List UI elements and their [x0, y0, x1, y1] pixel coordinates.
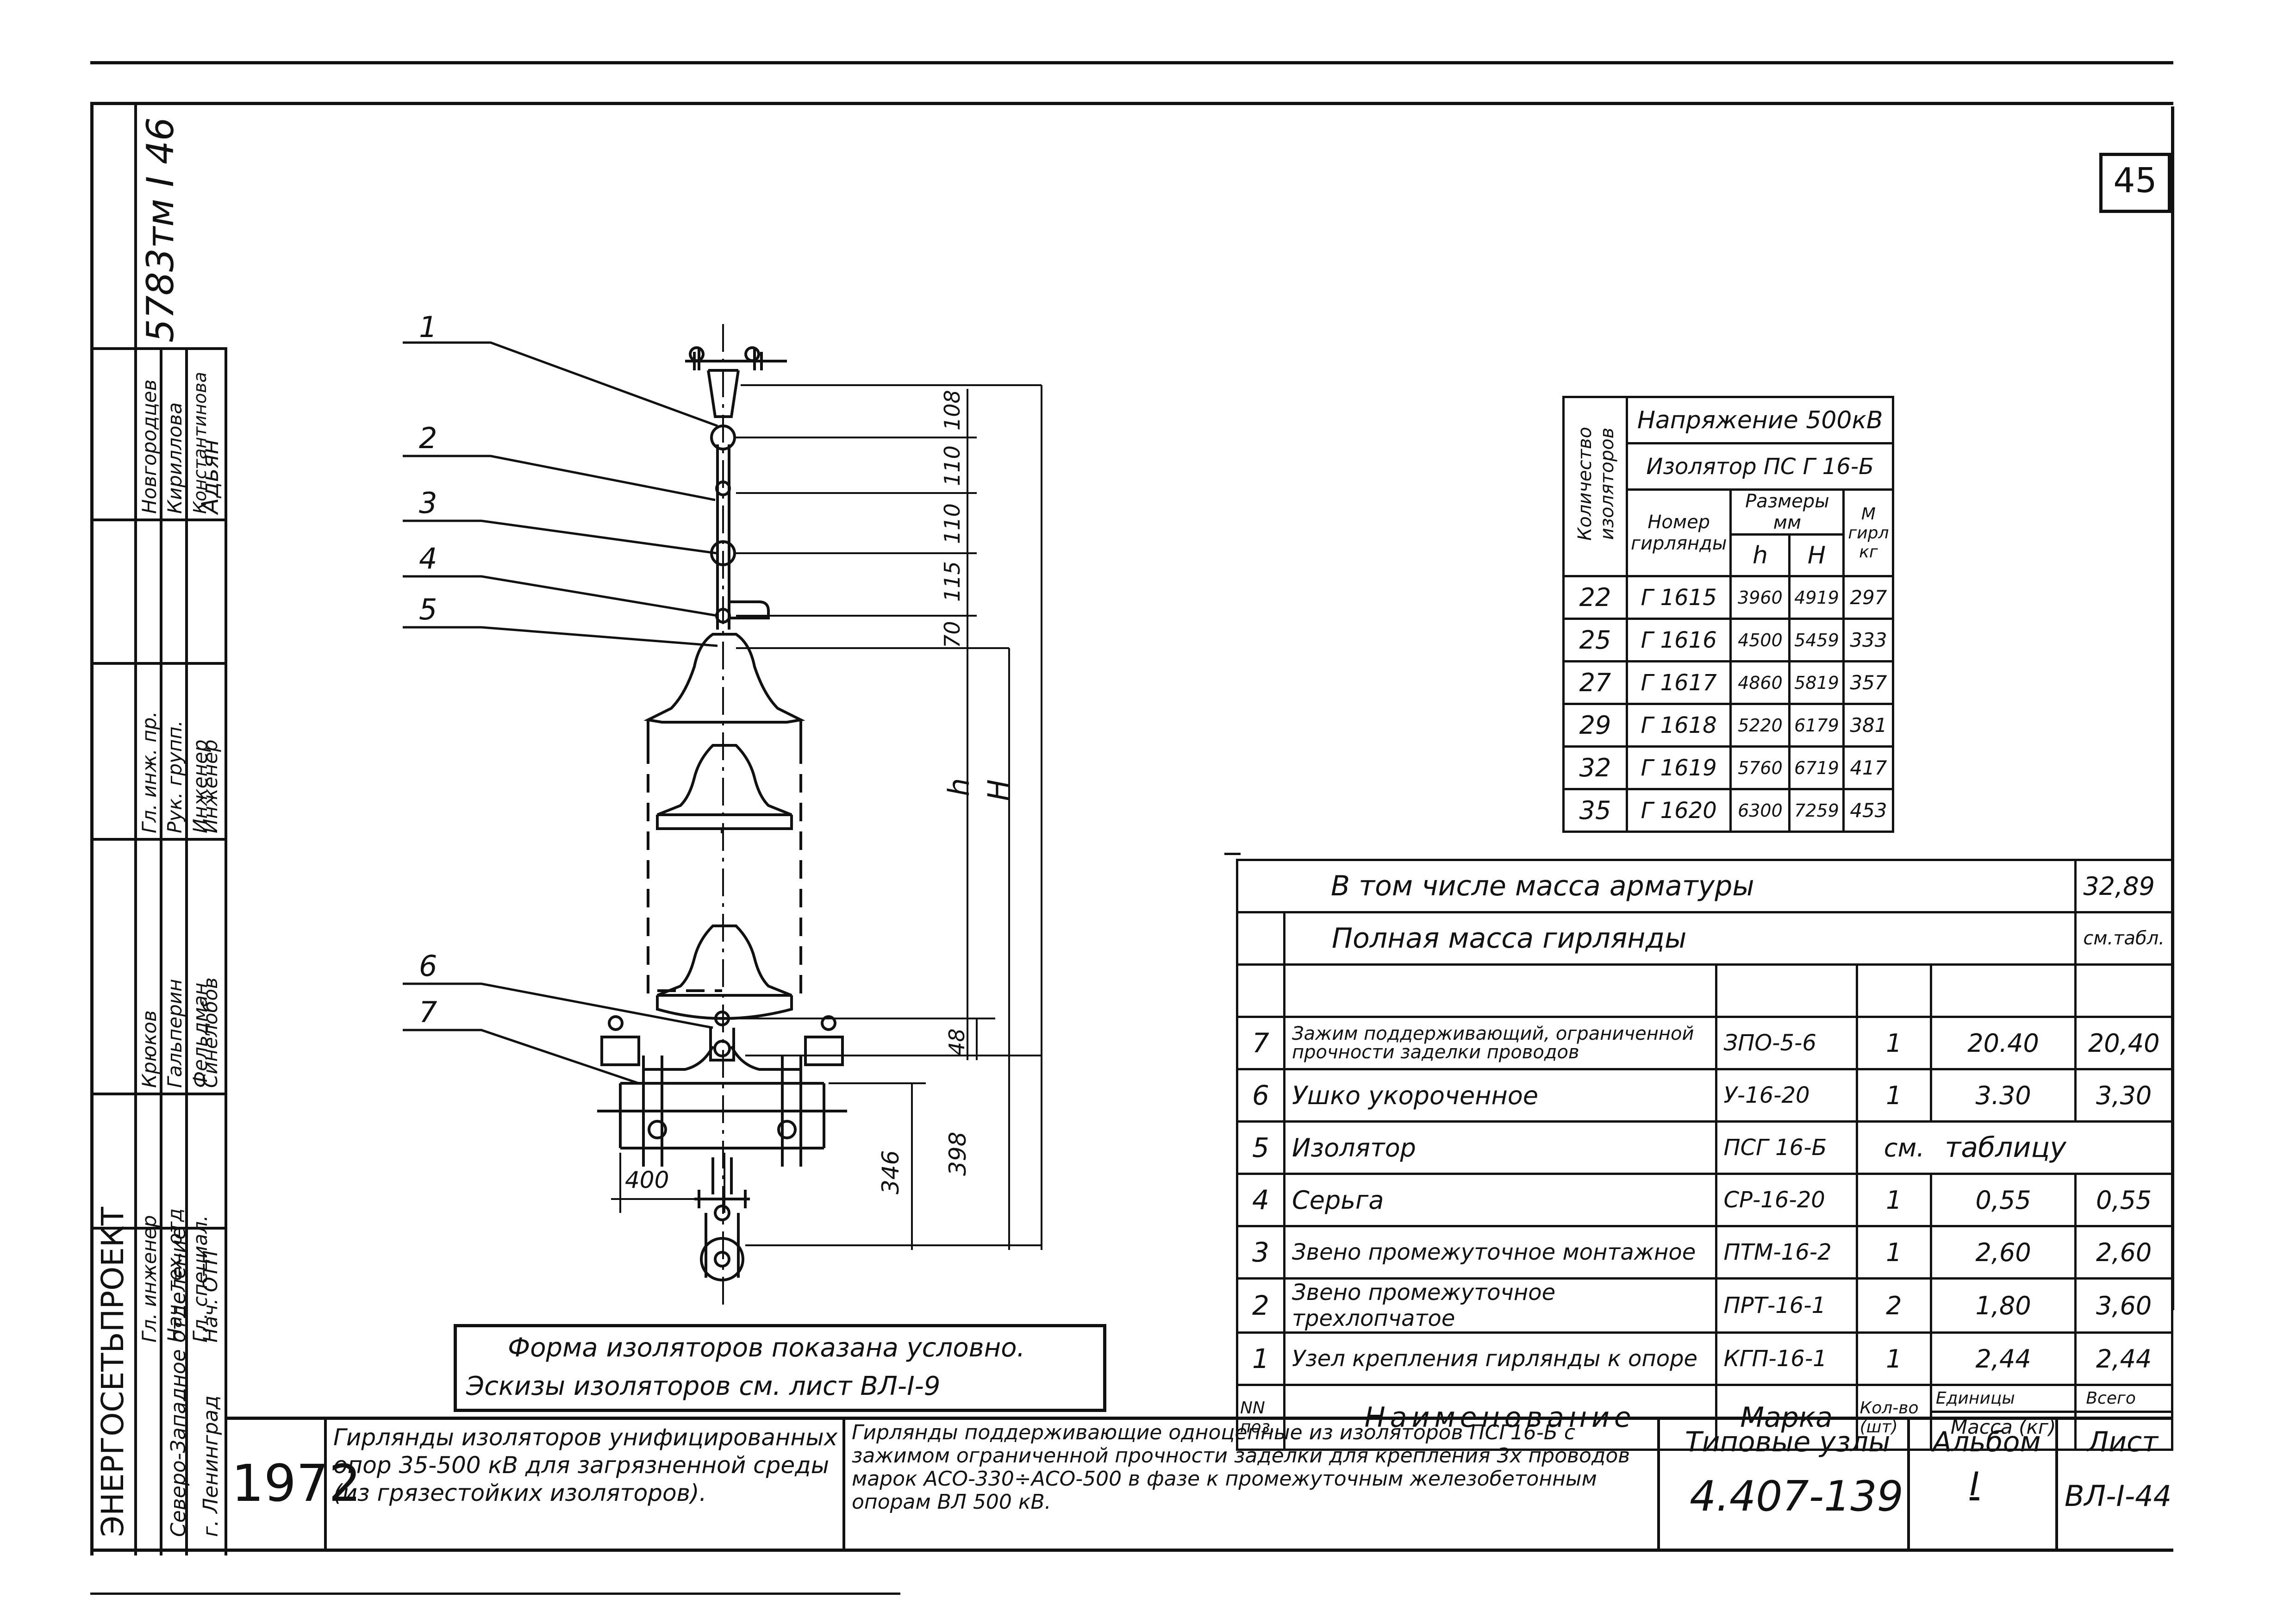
callout-7: 7 — [419, 995, 437, 1029]
spec-dashed-left — [1224, 853, 1241, 855]
insulator-table: Количество изоляторов Напряжение 500кВ И… — [1562, 396, 1895, 833]
stamp-h-6 — [90, 1227, 227, 1230]
col-number-header: Номер гирлянды — [1625, 488, 1732, 577]
title-v-5 — [2055, 1417, 2058, 1551]
insulator-header: Изолятор ПС Г 16-Б — [1625, 442, 1895, 491]
dim-70: 70 — [940, 621, 965, 648]
callout-3: 3 — [419, 486, 437, 520]
table-row: 22 Г 1615 3960 4919 297 — [1562, 575, 1895, 620]
spec-row: 2 Звено промежуточное трехлопчатое ПРТ-1… — [1235, 1277, 2173, 1334]
sheet-value: ВЛ-I-44 — [2065, 1479, 2172, 1513]
sheet-label: Лист — [2088, 1426, 2159, 1458]
col-qty-header: Количество изоляторов — [1562, 396, 1628, 577]
table-row: 32 Г 1619 5760 6719 417 — [1562, 745, 1895, 790]
col-H-header: H — [1788, 533, 1845, 577]
callout-4: 4 — [419, 542, 437, 575]
dim-110-a: 110 — [940, 445, 965, 486]
right-border — [2171, 106, 2174, 1310]
left-border — [90, 102, 94, 1555]
stamp-h-5 — [90, 1093, 227, 1095]
note-box: Форма изоляторов показана условно. Эскиз… — [454, 1324, 1106, 1412]
stamp-h-1 — [90, 347, 227, 350]
stamp-h-3 — [90, 662, 227, 665]
fittings-mass-value: 32,89 — [2074, 859, 2173, 913]
dim-48: 48 — [944, 1028, 969, 1056]
title-top-line — [225, 1417, 2173, 1420]
table-row: 27 Г 1617 4860 5819 357 — [1562, 660, 1895, 705]
bottom-stray-line — [90, 1593, 900, 1595]
dim-h: h — [942, 778, 976, 796]
callout-2: 2 — [419, 421, 437, 455]
stamp-col-border-4 — [225, 347, 227, 1555]
total-mass-value: см.табл. — [2074, 911, 2173, 966]
dim-H: H — [981, 779, 1015, 801]
callout-1: 1 — [419, 310, 437, 344]
col-h-header: h — [1729, 533, 1791, 577]
total-mass-label: Полная масса гирлянды — [1283, 911, 2077, 966]
dim-398: 398 — [944, 1131, 971, 1176]
series-value: 4.407-139 — [1690, 1472, 1903, 1521]
specification-table: В том числе масса арматуры 32,89 Полная … — [1235, 859, 2174, 1451]
dim-115: 115 — [940, 561, 965, 602]
insulator-string-drawing — [403, 324, 1042, 1305]
dim-110-b: 110 — [940, 503, 965, 544]
dim-400: 400 — [625, 1167, 669, 1193]
spec-row: 3 Звено промежуточное монтажное ПТМ-16-2… — [1235, 1225, 2173, 1280]
spec-row: 7 Зажим поддерживающий, ограниченной про… — [1235, 1016, 2173, 1070]
table-row: 29 Г 1618 5220 6179 381 — [1562, 703, 1895, 748]
series-label: Типовые узлы — [1685, 1426, 1890, 1458]
fittings-mass-label: В том числе масса арматуры — [1235, 859, 2077, 913]
note-line-1: Форма изоляторов показана условно. — [508, 1333, 1025, 1363]
album-title: Гирлянды изоляторов унифицированных опор… — [333, 1424, 838, 1506]
sheet-title: Гирлянды поддерживающие одноцепные из из… — [852, 1421, 1630, 1514]
title-v-4 — [1907, 1417, 1910, 1551]
title-v-1 — [324, 1417, 327, 1551]
stamp-h-2 — [90, 518, 227, 521]
stamp-col-border-3 — [185, 347, 188, 1555]
top-border — [90, 61, 2173, 64]
dim-108: 108 — [940, 390, 965, 431]
inner-top-border — [90, 102, 2173, 105]
sheet-number: 45 — [2113, 161, 2157, 200]
album-value: I — [1970, 1465, 1979, 1503]
voltage-header: Напряжение 500кВ — [1625, 396, 1895, 444]
dim-346: 346 — [877, 1150, 904, 1194]
callout-6: 6 — [419, 949, 437, 983]
stamp-h-4 — [90, 838, 227, 841]
title-v-2 — [842, 1417, 845, 1551]
stamp-col-border-2 — [160, 347, 162, 1555]
org-city: г. Ленинград — [199, 1395, 223, 1537]
sheet-number-box: 45 — [2099, 153, 2171, 213]
note-line-2: Эскизы изоляторов см. лист ВЛ-I-9 — [466, 1371, 941, 1401]
title-year: 1972 — [231, 1454, 361, 1513]
stamp-col-border-1 — [134, 102, 137, 1555]
spec-row: 6 Ушко укороченное У-16-20 1 3.30 3,30 — [1235, 1068, 2173, 1123]
col-mass-header: М гирл кг — [1842, 488, 1895, 577]
table-row: 25 Г 1616 4500 5459 333 — [1562, 618, 1895, 662]
spec-row: 1 Узел крепления гирлянды к опоре КГП-16… — [1235, 1331, 2173, 1386]
album-label: Альбом — [1933, 1426, 2041, 1458]
spec-row: 4 Серьга СР-16-20 1 0,55 0,55 — [1235, 1173, 2173, 1227]
head-unit: Единицы — [1932, 1386, 2075, 1413]
spec-row: 5 Изолятор ПСГ 16-Б см. таблицу — [1235, 1120, 2174, 1175]
callout-5: 5 — [419, 593, 437, 626]
title-v-3 — [1657, 1417, 1660, 1551]
head-total: Всего — [2077, 1386, 2171, 1413]
table-row: 35 Г 1620 6300 7259 453 — [1562, 788, 1895, 833]
title-bottom-line — [90, 1549, 2173, 1552]
col-sizes-header: Размеры мм — [1729, 488, 1845, 536]
